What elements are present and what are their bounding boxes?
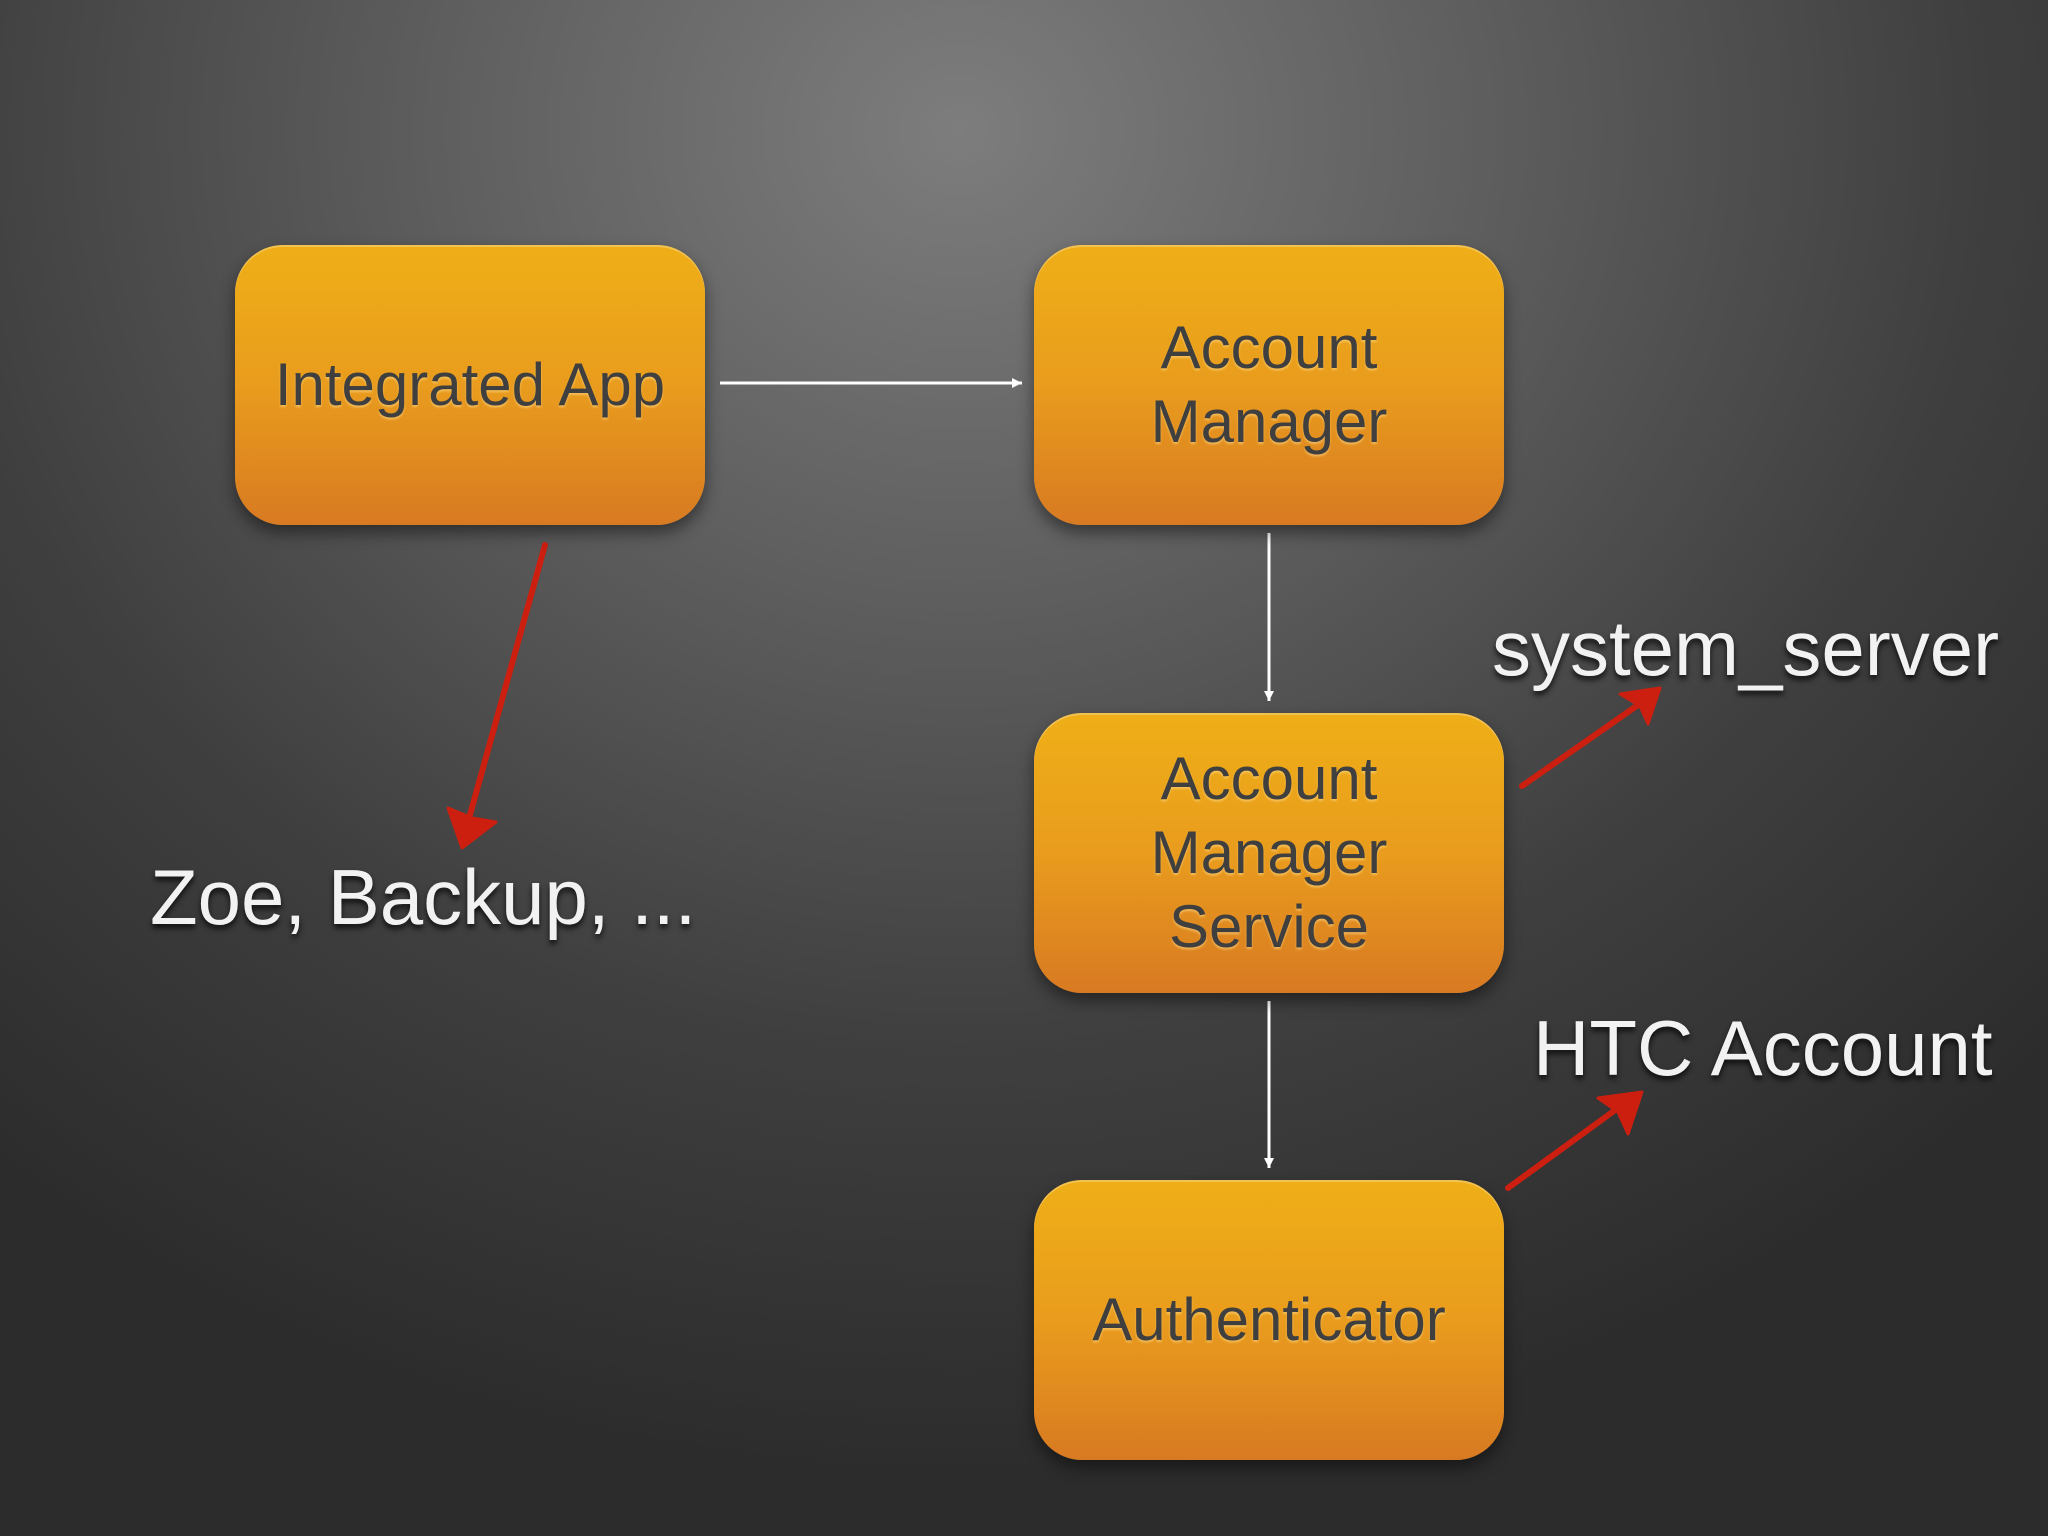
annotation-users: Zoe, Backup, ... [150, 853, 697, 941]
node-account-manager-label-line-1: Account [1160, 314, 1378, 381]
node-authenticator-label: Authenticator [1092, 1286, 1446, 1353]
node-integrated-app-label: Integrated App [274, 351, 666, 418]
node-account-manager: Account Manager [1034, 245, 1504, 525]
red-arrow-to-users [446, 542, 548, 850]
node-integrated-app: Integrated App [235, 245, 705, 525]
node-account-manager-service-label-line-3: Service [1168, 893, 1370, 960]
node-account-manager-service: Account Manager Service [1034, 713, 1504, 993]
red-arrow-to-system-server [1519, 686, 1662, 789]
node-authenticator: Authenticator [1034, 1180, 1504, 1460]
red-arrow-to-htc-account [1505, 1090, 1644, 1191]
node-account-manager-label-line-2: Manager [1150, 388, 1388, 455]
node-account-manager-service-label-line-2: Manager [1150, 819, 1388, 886]
annotation-htc-account: HTC Account [1533, 1004, 1993, 1092]
node-account-manager-service-label-line-1: Account [1160, 745, 1378, 812]
annotation-system-server: system_server [1492, 604, 2000, 692]
